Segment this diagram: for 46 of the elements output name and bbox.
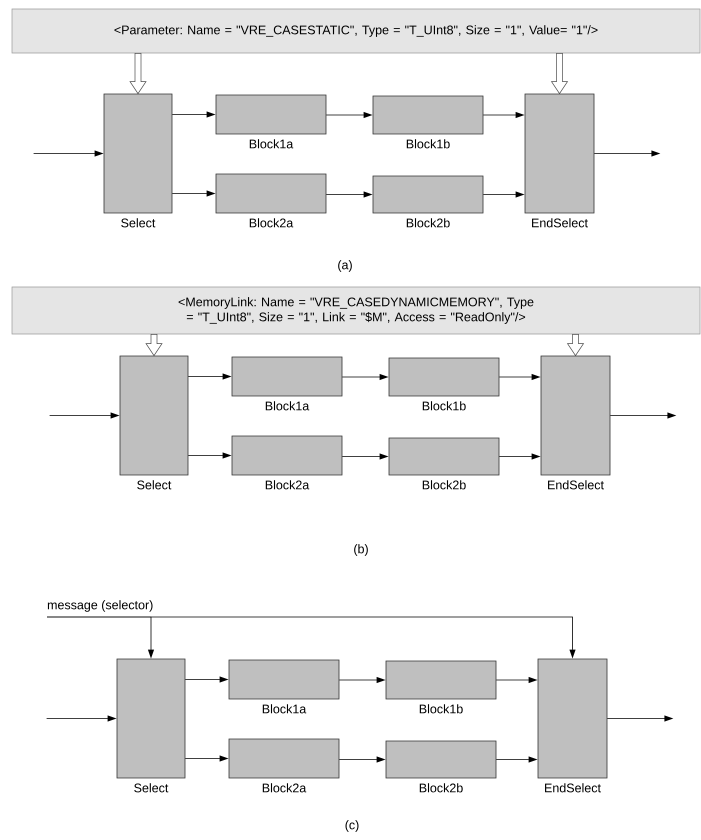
node-label: Block2a (250, 218, 294, 228)
hollow-arrow (566, 334, 584, 356)
node-label: Block2b (406, 218, 450, 228)
signal-label: message (selector) (48, 600, 153, 612)
node-label: Block1b (406, 139, 450, 148)
process-box: Block1b (388, 358, 500, 410)
parameter-box: <Parameter: Name = "VRE_CASESTATIC", Type = "T_UInt8", Size = "1", Value= "1"/> (12, 8, 700, 54)
parameter-box: <MemoryLink: Name = "VRE_CASEDYNAMICMEMORY", Type = "T_UInt8", Size = "1", Link = "$M", Access = "ReadOnly"/> (12, 286, 700, 334)
process-box: EndSelect (540, 356, 610, 490)
node-label: Block2a (266, 480, 310, 490)
process-box: Block2b (372, 176, 484, 228)
process-box: Select (104, 94, 172, 228)
hollow-arrow (129, 53, 147, 94)
panel-caption: (a) (338, 260, 352, 272)
node-label: Select (137, 480, 172, 490)
panel-caption: (c) (345, 820, 359, 832)
process-box: Block1a (216, 94, 326, 148)
process-box: Block1b (386, 660, 496, 714)
hollow-arrow (145, 334, 163, 356)
process-box: Block2a (232, 436, 342, 490)
process-box: Block1a (228, 660, 340, 714)
process-box: Block2b (386, 740, 496, 792)
node-label: Select (134, 783, 168, 792)
panel-caption: (b) (354, 544, 368, 556)
node-label: Block1a (266, 401, 310, 410)
process-box: Block2b (388, 438, 500, 490)
process-box: Block2a (228, 738, 340, 792)
process-box: Select (120, 356, 188, 490)
process-box: EndSelect (538, 658, 608, 792)
process-box: Block1b (372, 96, 484, 148)
node-label: Block1a (262, 704, 306, 714)
node-label: Select (121, 218, 156, 228)
node-label: Block2b (420, 783, 463, 792)
node-label: Block2a (262, 783, 306, 792)
node-label: Block1a (250, 139, 294, 148)
process-box: Select (116, 658, 186, 792)
node-label: EndSelect (545, 783, 601, 792)
process-box: EndSelect (524, 94, 594, 228)
node-label: EndSelect (532, 218, 588, 228)
process-box: Block2a (216, 174, 326, 228)
node-label: Block1b (422, 401, 466, 410)
node-label: EndSelect (548, 480, 604, 490)
process-box: Block1a (232, 356, 342, 410)
hollow-arrow (550, 53, 568, 94)
node-label: Block2b (422, 480, 466, 490)
node-label: Block1b (420, 704, 463, 714)
